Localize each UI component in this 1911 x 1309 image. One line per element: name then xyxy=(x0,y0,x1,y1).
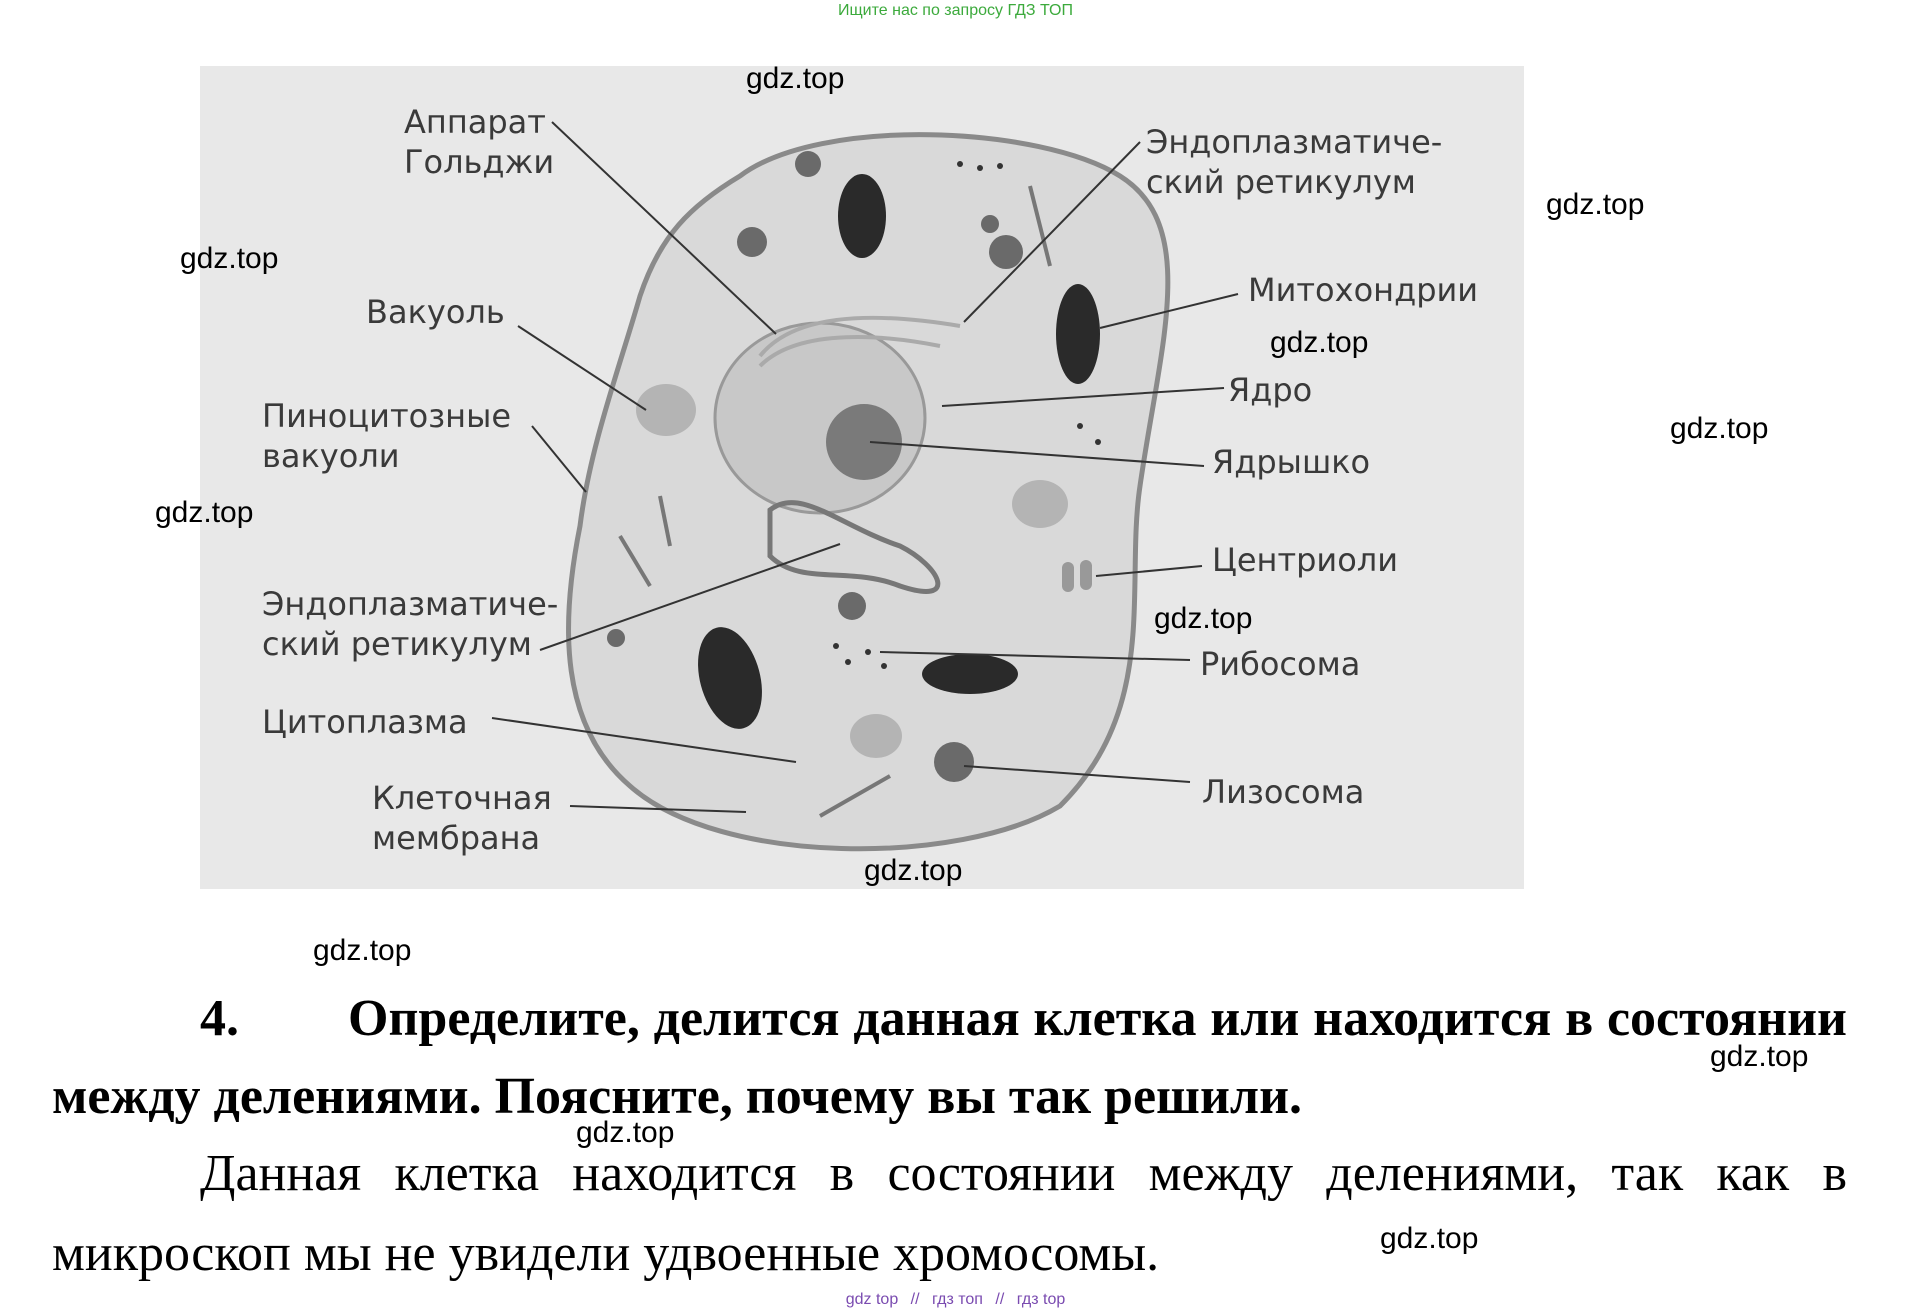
watermark: gdz.top xyxy=(1380,1222,1479,1255)
watermark: gdz.top xyxy=(746,62,845,95)
nucleolus-shape xyxy=(826,404,902,480)
label-golgi: Аппарат Гольджи xyxy=(404,103,555,181)
watermark: gdz.top xyxy=(576,1116,675,1149)
label-er-bottom: Эндоплазматиче- ский ретикулум xyxy=(262,585,559,663)
watermark: gdz.top xyxy=(1546,188,1645,221)
top-search-banner: Ищите нас по запросу ГДЗ ТОП xyxy=(838,2,1073,19)
label-nucleus: Ядро xyxy=(1228,371,1313,409)
watermark: gdz.top xyxy=(155,496,254,529)
footer-link[interactable]: гдз топ xyxy=(932,1291,983,1308)
task-number: 4. xyxy=(200,990,239,1047)
watermark: gdz.top xyxy=(1154,602,1253,635)
label-pinocytic-vacuoles: Пиноцитозные вакуоли xyxy=(262,397,512,475)
label-mitochondria: Митохондрии xyxy=(1248,271,1479,309)
animal-cell-diagram: Аппарат Гольджи Эндоплазматиче- ский рет… xyxy=(200,66,1524,889)
label-ribosome: Рибосома xyxy=(1200,645,1361,683)
label-cytoplasm: Цитоплазма xyxy=(262,703,468,741)
answer-text: Данная клетка находится в состоянии межд… xyxy=(52,1145,1847,1282)
task-text: Определите, делится данная клетка или на… xyxy=(52,990,1847,1125)
label-nucleolus: Ядрышко xyxy=(1212,443,1371,481)
watermark: gdz.top xyxy=(313,934,412,967)
mitochondrion-shape xyxy=(698,627,762,729)
footer-link[interactable]: gdz top xyxy=(845,1291,899,1308)
watermark: gdz.top xyxy=(864,854,963,887)
mitochondrion-shape xyxy=(922,654,1018,694)
cell-illustration xyxy=(491,121,1239,852)
footer-separator: // xyxy=(995,1291,1005,1308)
mitochondrion-shape xyxy=(838,174,886,258)
footer-separator: // xyxy=(910,1291,920,1308)
watermark: gdz.top xyxy=(1710,1040,1809,1073)
answer-paragraph: Данная клетка находится в состоянии межд… xyxy=(52,1134,1847,1294)
footer-links: gdz top // гдз топ // гдз top xyxy=(0,1291,1911,1309)
label-centrioles: Центриоли xyxy=(1212,541,1399,579)
label-cell-membrane: Клеточная мембрана xyxy=(372,779,552,857)
label-vacuole: Вакуоль xyxy=(366,293,505,331)
watermark: gdz.top xyxy=(180,242,279,275)
task-question: 4.Определите, делится данная клетка или … xyxy=(52,980,1847,1136)
nucleus-shape xyxy=(713,321,927,515)
watermark: gdz.top xyxy=(1670,412,1769,445)
footer-link[interactable]: гдз top xyxy=(1016,1291,1066,1308)
label-er-top: Эндоплазматиче- ский ретикулум xyxy=(1146,123,1443,201)
watermark: gdz.top xyxy=(1270,326,1369,359)
mitochondrion-shape xyxy=(1056,284,1100,384)
label-lysosome: Лизосома xyxy=(1202,773,1365,811)
